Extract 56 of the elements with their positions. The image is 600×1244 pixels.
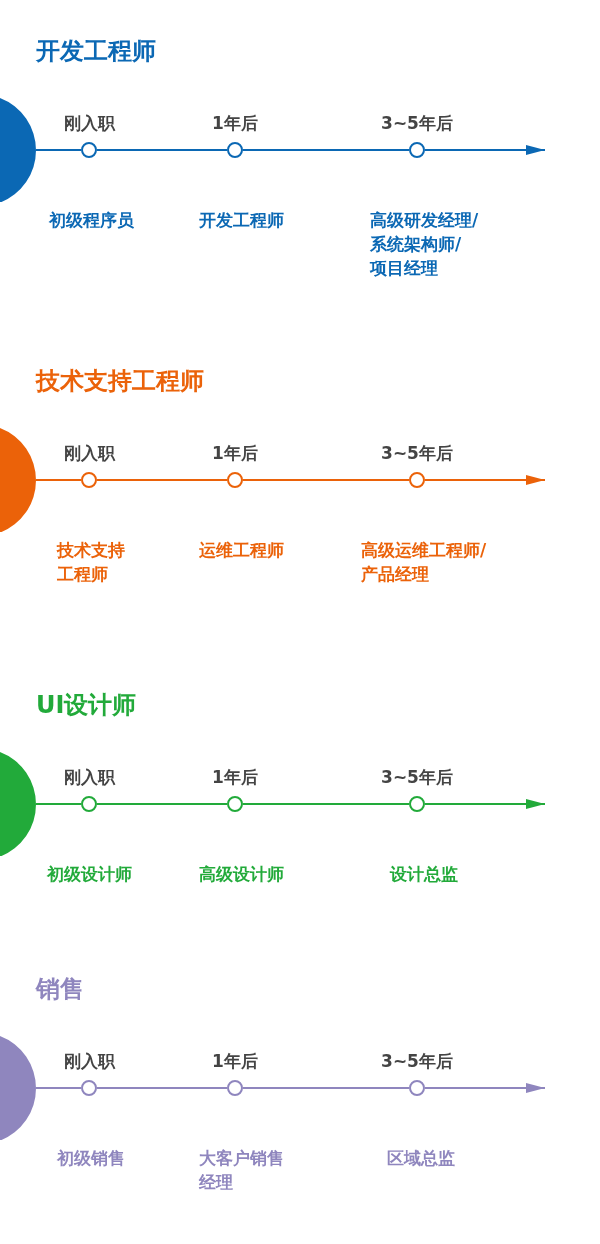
role-label: 高级运维工程师/产品经理 [361,539,488,586]
time-label: 1年后 [211,1050,259,1073]
role-label: 技术支持工程师 [57,539,126,586]
role-label: 区域总监 [387,1147,456,1170]
role-label: 大客户销售经理 [199,1147,285,1194]
section-title: UI设计师 [36,690,137,721]
milestone-circle [81,1080,97,1096]
section-title: 销售 [36,974,84,1005]
time-label: 1年后 [211,112,259,135]
time-label: 3~5年后 [380,442,454,465]
section-title: 开发工程师 [36,36,156,67]
timeline-line [35,479,82,481]
timeline-line [96,803,228,805]
role-label: 初级程序员 [49,209,135,232]
milestone-circle [81,472,97,488]
milestone-circle [227,796,243,812]
milestone-circle [409,472,425,488]
role-label: 高级研发经理/系统架构师/项目经理 [370,209,480,280]
timeline-line [96,1087,228,1089]
timeline-line [96,479,228,481]
time-label: 1年后 [211,766,259,789]
timeline-line [242,1087,410,1089]
milestone-circle [409,796,425,812]
milestone-circle [409,1080,425,1096]
timeline-line [242,803,410,805]
milestone-circle [227,1080,243,1096]
time-label: 3~5年后 [380,112,454,135]
time-label: 刚入职 [62,1050,117,1073]
timeline-line [96,149,228,151]
role-label: 初级设计师 [47,863,133,886]
role-label: 初级销售 [57,1147,126,1170]
milestone-circle [81,796,97,812]
timeline-line [35,149,82,151]
milestone-circle [227,472,243,488]
time-label: 刚入职 [62,766,117,789]
role-label: 运维工程师 [199,539,285,562]
time-label: 刚入职 [62,442,117,465]
timeline-line [242,149,410,151]
time-label: 1年后 [211,442,259,465]
milestone-circle [409,142,425,158]
timeline-arrow [424,799,546,809]
timeline-line [242,479,410,481]
timeline-arrow [424,1083,546,1093]
milestone-circle [227,142,243,158]
time-label: 3~5年后 [380,766,454,789]
role-label: 高级设计师 [199,863,285,886]
time-label: 刚入职 [62,112,117,135]
milestone-circle [81,142,97,158]
section-title: 技术支持工程师 [36,366,204,397]
timeline-arrow [424,145,546,155]
timeline-arrow [424,475,546,485]
timeline-line [35,1087,82,1089]
role-label: 开发工程师 [199,209,285,232]
time-label: 3~5年后 [380,1050,454,1073]
role-label: 设计总监 [390,863,459,886]
timeline-line [35,803,82,805]
